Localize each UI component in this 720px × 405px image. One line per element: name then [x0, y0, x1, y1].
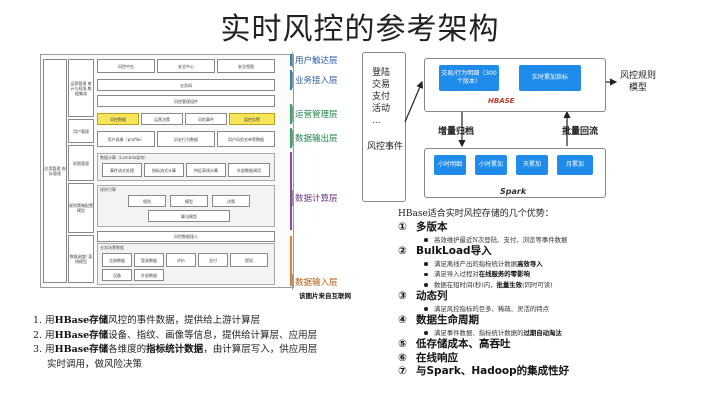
arch-top-box-2: 安全中心 — [157, 59, 215, 73]
arch-input-box-4: 支付 — [198, 253, 228, 267]
image-source-caption: 该图片来自互联网 — [299, 292, 351, 300]
arch-offline: 数据调度/ 离线模型 — [68, 235, 94, 283]
arch-ops-box-3: 风险事件 — [185, 113, 227, 125]
arch-input-bar: 风控数据接入 — [97, 231, 275, 242]
layer-line-access — [290, 70, 292, 90]
arch-input-box-7: 外部数据 — [134, 269, 164, 281]
layer-compute: 数据计算层 — [292, 190, 364, 206]
advantages-heading: HBase适合实时风控存储的几个优势： — [398, 209, 554, 219]
usage-item-3: 3. 用HBase存储各维度的指标统计数据，由计算层写入，供应用层 — [33, 344, 318, 355]
arch-compute-box-2: 指标流式计算 — [144, 163, 184, 177]
arch-compute-box-3: 特征离线计算 — [186, 163, 226, 177]
arch-left-column: 应用管理 指标管理 — [43, 59, 67, 283]
arch-ml-group: 规则引擎 规则 模型 决策 算法模型 — [97, 185, 275, 227]
layer-line-compute — [290, 152, 292, 230]
layer-line-user — [290, 54, 292, 66]
event-label: 风控事件 — [367, 142, 404, 152]
layer-access: 业务接入层 — [292, 72, 364, 88]
arch-compute-group-label: 数据计算（Lambda架构） — [100, 155, 149, 160]
arch-ops-box-1: 风控数据 — [97, 113, 139, 125]
arch-rule-config: 规则策略配置 模型 — [68, 183, 94, 233]
arch-perm-mgmt: 权限管理 — [68, 145, 94, 181]
layer-ops: 运营管理层 — [292, 106, 364, 122]
advantage-3-detail: 满足风控指标的巨多、稀疏、灵活的特点 — [398, 304, 716, 315]
spark-box: 小时明细 小时累加 天累加 月累加 — [424, 148, 606, 198]
arch-input-group: 业务场景数据 注册数据 登录数据 评价 支付 提现 设备 外部数据 — [97, 243, 275, 285]
hbase-spark-diagram: 登陆 交易 支付 活动 ... 风控事件 交易/行为明细（300个版本） 实时累… — [362, 52, 717, 202]
layer-line-ops — [290, 104, 292, 124]
arch-ops-box-4: 监控告警 — [229, 113, 275, 125]
layer-line-input — [290, 236, 292, 286]
page-title: 实时风控的参考架构 — [220, 12, 500, 47]
arch-input-box-2: 登录数据 — [134, 253, 164, 267]
advantage-2-detail-a: 满足离线产出的指标统计数据高效导入 — [398, 259, 716, 270]
arch-out-box-3: 用户风险名单等数据 — [217, 131, 275, 147]
arch-top-box-1: 风控中台 — [97, 59, 155, 73]
advantage-4-detail: 满足事件数据、指标统计数据的过期自动淘汰 — [398, 328, 716, 339]
arch-input-box-3: 评价 — [166, 253, 196, 267]
advantage-1-detail: 高效维护最近N次登陆、支付、浏览等事件数据 — [398, 235, 716, 246]
arch-ops-mgmt: 运营管理 审计与权限 数据集成 — [68, 59, 94, 117]
arch-user-mgmt: 用户管理 — [68, 119, 94, 143]
bulk-reflow-label: 批量回流 — [562, 127, 599, 137]
hbase-metric-box: 实时累加指标 — [519, 65, 581, 91]
arch-compute-box-1: 事件流式处理 — [102, 163, 142, 177]
layer-user: 用户触达层 — [292, 52, 364, 68]
arch-compute-group: 数据计算（Lambda架构） 事件流式处理 指标流式计算 特征离线计算 外部数据… — [97, 153, 275, 181]
arch-input-box-1: 注册数据 — [102, 253, 132, 267]
risk-model-label: 风控规则模型 — [619, 71, 656, 93]
spark-logo: Spark — [500, 187, 527, 196]
arch-ml-sub: 算法模型 — [148, 210, 230, 222]
arch-out-box-2: 历史行为数据 — [157, 131, 215, 147]
arch-out-box-1: 用户画像（profile） — [97, 131, 155, 147]
hbase-usage-list: 1. 用HBase存储风控的事件数据，提供给上游计算层 2. 用HBase存储设… — [33, 314, 388, 372]
arch-ops-box-2: 运营决策 — [141, 113, 183, 125]
arch-access-bar: 业务网 — [97, 79, 275, 91]
layer-output: 数据输出层 — [292, 130, 364, 146]
usage-item-1: 1. 用HBase存储风控的事件数据，提供给上游计算层 — [33, 315, 261, 326]
incremental-archive-label: 增量归档 — [438, 127, 475, 137]
arch-compute-box-4: 外部数据调用 — [228, 163, 270, 177]
hbase-detail-box: 交易/行为明细（300个版本） — [439, 65, 499, 91]
arch-ml-box-1: 规则 — [128, 195, 166, 207]
layer-line-output — [290, 128, 292, 148]
event-source-box: 登陆 交易 支付 活动 ... 风控事件 — [362, 52, 406, 202]
hbase-logo: HBASE — [488, 97, 515, 105]
arch-ml-box-3: 决策 — [212, 195, 250, 207]
usage-item-2: 2. 用HBase存储设备、指纹、画像等信息，提供给计算层、应用层 — [33, 329, 318, 341]
arch-top-box-3: 安全视图 — [217, 59, 275, 73]
spark-box-day-sum: 天累加 — [516, 155, 548, 175]
layer-input: 数据输入层 — [292, 274, 364, 290]
arch-ml-box-2: 模型 — [170, 195, 208, 207]
arch-ml-group-label: 规则引擎 — [100, 187, 116, 192]
spark-box-month-sum: 月累加 — [557, 155, 593, 175]
arch-input-box-6: 设备 — [102, 269, 132, 281]
advantage-2-detail-c: 数据在短时间(秒)内，批量生效(同时可读) — [398, 280, 716, 291]
spark-box-hour-detail: 小时明细 — [434, 155, 466, 175]
advantage-2-detail-b: 满足导入过程对在线服务的零影响 — [398, 269, 716, 280]
arch-input-box-5: 提现 — [230, 253, 268, 267]
arch-input-group-label: 业务场景数据 — [100, 245, 124, 250]
spark-box-hour-sum: 小时累加 — [475, 155, 507, 175]
arch-mgmt-bar: 风控管理组件 — [97, 95, 275, 107]
architecture-diagram: 应用管理 指标管理 运营管理 审计与权限 数据集成 用户管理 权限管理 规则策略… — [40, 54, 294, 288]
usage-item-3-cont: 实时调用，做风险决策 — [47, 358, 143, 370]
hbase-box: 交易/行为明细（300个版本） 实时累加指标 — [424, 58, 606, 112]
event-sources: 登陆 交易 支付 活动 ... — [372, 68, 391, 126]
